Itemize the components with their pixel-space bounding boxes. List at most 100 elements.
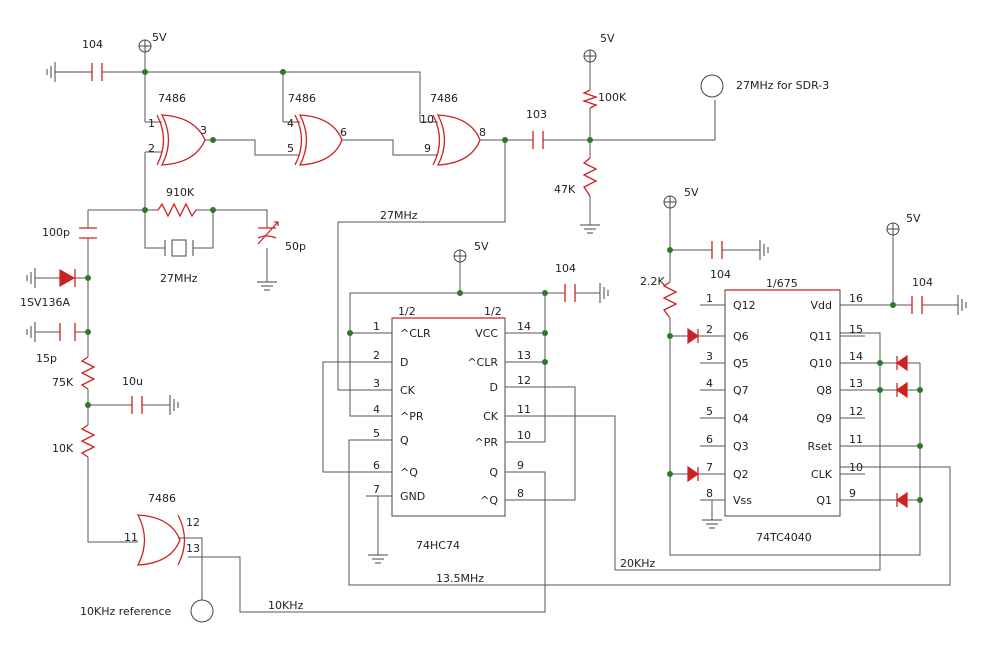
ic74-pin-name: Q: [400, 434, 409, 447]
ic4040-pin-num: 14: [849, 350, 863, 363]
ic4040-pin-name: Q6: [733, 330, 749, 343]
vcc-symbol-top: [138, 39, 152, 53]
vcc-label-top: 5V: [152, 31, 167, 44]
net-10khz-label: 10KHz: [268, 599, 303, 612]
ic74-pin-name: ^CLR: [400, 327, 431, 340]
ic4040-pin-num: 15: [849, 323, 863, 336]
vcc-symbol-divider: [583, 49, 597, 63]
ic74-pin-name: ^CLR: [467, 356, 498, 369]
ic4040-pin-name: Q11: [809, 330, 832, 343]
ic-74hc74-pins: 1^CLR2D3CK4^PR5Q6^Q7GND14VCC13^CLR12D11C…: [366, 320, 531, 507]
ic74-pin-num: 5: [373, 427, 380, 440]
output-terminal: [700, 74, 724, 98]
capacitor-104-top: [91, 63, 103, 81]
net-20khz-label: 20KHz: [620, 557, 655, 570]
trimmer-capacitor-50p: [257, 221, 279, 245]
xtal-label: 27MHz: [160, 272, 198, 285]
vcc-symbol-4040-left: [663, 195, 677, 209]
ref-label: 10KHz reference: [80, 605, 172, 618]
capacitor-100p: [79, 227, 97, 239]
ic74-pin-name: ^Q: [400, 466, 418, 479]
ic4040-pin-num: 11: [849, 433, 863, 446]
ic74-half-right: 1/2: [484, 305, 502, 318]
pin-g1-in2: 2: [148, 142, 155, 155]
ic4040-pin-name: Q8: [816, 384, 832, 397]
ic4040-pin-name: Q2: [733, 468, 749, 481]
vcc-label-4040-right: 5V: [906, 212, 921, 225]
capacitor-104-74: [564, 284, 576, 302]
ic4040-pin-num: 1: [706, 292, 713, 305]
ic74-pin-num: 6: [373, 459, 380, 472]
ic4040-pin-name: Q12: [733, 299, 756, 312]
diode-q2: [687, 465, 700, 483]
res-10k-label: 10K: [52, 442, 74, 455]
res-47k-label: 47K: [554, 183, 576, 196]
ic74-pin-name: CK: [483, 410, 499, 423]
pin-g3-in1: 10: [420, 113, 434, 126]
ic4040-pin-num: 7: [706, 461, 713, 474]
pin-g1-out: 3: [200, 124, 207, 137]
cap-104-4040a-label: 104: [710, 268, 731, 281]
ic74-pin-num: 7: [373, 483, 380, 496]
ic4040-pin-name: Q7: [733, 384, 749, 397]
capacitor-15p: [59, 323, 76, 341]
ic4040-pin-num: 5: [706, 405, 713, 418]
pin-g3-out: 8: [479, 126, 486, 139]
cap-104-4040b-label: 104: [912, 276, 933, 289]
ic4040-pin-name: Q3: [733, 440, 749, 453]
capacitor-10u: [131, 396, 143, 414]
crystal-27mhz: [164, 239, 194, 257]
ic74-pin-name: CK: [400, 384, 416, 397]
ic4040-pin-num: 4: [706, 377, 713, 390]
xor-gate-2: [294, 114, 343, 166]
pin-g4-in1: 11: [124, 531, 138, 544]
ic74-pin-name: ^Q: [480, 494, 498, 507]
pin-g4-in2: 12: [186, 516, 200, 529]
ic4040-pin-name: Q5: [733, 357, 749, 370]
varactor-diode: [59, 268, 76, 288]
ic4040-pin-name: Q9: [816, 412, 832, 425]
reference-terminal: [190, 599, 214, 623]
res-75k-label: 75K: [52, 376, 74, 389]
capacitor-103: [532, 131, 544, 149]
ic4040-pin-name: Rset: [808, 440, 833, 453]
capacitor-104-4040a: [711, 241, 723, 259]
resistor-10k: [80, 424, 96, 458]
ic74-pin-name: ^PR: [400, 410, 424, 423]
pin-g1-in1: 1: [148, 117, 155, 130]
varactor-label: 1SV136A: [20, 296, 71, 309]
xor-gate-4: [136, 514, 186, 566]
ic4040-pin-name: Q1: [816, 494, 832, 507]
xor-gate-1: [156, 114, 206, 166]
pin-g2-in1: 4: [287, 117, 294, 130]
ic74-pin-num: 12: [517, 374, 531, 387]
ic4040-pin-num: 13: [849, 377, 863, 390]
resistor-2k2: [662, 281, 678, 319]
cap-104-top-label: 104: [82, 38, 103, 51]
resistor-47k: [582, 157, 598, 197]
vcc-label-divider: 5V: [600, 32, 615, 45]
cap-15p-label: 15p: [36, 352, 57, 365]
resistor-910k: [157, 202, 197, 218]
vcc-label-74: 5V: [474, 240, 489, 253]
resistor-100k: [581, 89, 599, 109]
junction-dots: [85, 69, 923, 503]
res-2k2-label: 2.2K: [640, 275, 665, 288]
ic74-pin-num: 4: [373, 403, 380, 416]
cap-10u-label: 10u: [122, 375, 143, 388]
resistor-75k: [80, 356, 96, 390]
ic74-pin-num: 2: [373, 349, 380, 362]
ic4040-pin-num: 2: [706, 323, 713, 336]
ic74-pin-num: 3: [373, 377, 380, 390]
ic74-pin-num: 14: [517, 320, 531, 333]
ic4040-pin-num: 6: [706, 433, 713, 446]
ic4040-top-label: 1/675: [766, 277, 798, 290]
ic4040-pin-name: Vdd: [811, 299, 833, 312]
vcc-symbol-74: [453, 249, 467, 263]
ic4040-name: 74TC4040: [756, 531, 812, 544]
ic74-pin-num: 1: [373, 320, 380, 333]
net-27mhz-label: 27MHz: [380, 209, 418, 222]
xor-gate-3: [432, 114, 481, 166]
